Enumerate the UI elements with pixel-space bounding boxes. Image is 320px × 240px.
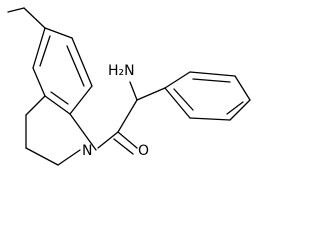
bonds [7, 7, 251, 166]
bond-ar-4 [44, 95, 71, 115]
bond-ar-6-inner [39, 35, 51, 67]
molecule-diagram: N H₂N O [7, 7, 251, 166]
bond-ar-6 [32, 27, 46, 69]
oxygen-label: O [138, 143, 149, 159]
bond-ph-5 [189, 117, 231, 121]
bond-carbonyl-alpha [117, 99, 138, 133]
bond-ph-4-inner [226, 101, 244, 115]
bond-c-o-2 [113, 138, 134, 155]
bond-alpha-amine [129, 81, 138, 101]
bond-ph-2-inner [192, 78, 231, 83]
nitrogen-label: N [82, 143, 92, 159]
bond-ph-6-inner [173, 88, 194, 111]
structure-svg: N H₂N O [7, 7, 251, 166]
bond-ar-3 [69, 85, 93, 115]
bond-ar-2 [71, 37, 93, 87]
bond-ph-4 [229, 99, 251, 121]
bond-ph-3 [234, 75, 251, 101]
bond-methyl [7, 7, 25, 13]
bond-ar-2-inner [66, 45, 85, 87]
amine-label: H₂N [108, 63, 135, 79]
bond-sat-1 [25, 95, 46, 116]
bond-n-carbonyl [97, 131, 119, 149]
bond-ph-6 [164, 87, 191, 119]
bond-c-o-1 [117, 131, 138, 149]
bond-ph-1 [164, 71, 191, 89]
bond-methyl-ring [23, 7, 46, 29]
atom-labels: N H₂N O [82, 63, 149, 159]
bond-ar-5 [32, 67, 46, 97]
bond-ph-2 [189, 71, 236, 77]
bond-ar-4-inner [50, 91, 69, 105]
bond-sat-5 [69, 113, 97, 151]
bond-sat-3 [25, 147, 59, 166]
bond-alpha-phenyl [136, 87, 166, 101]
bond-ar-1 [44, 27, 73, 39]
bond-sat-4 [57, 149, 81, 166]
